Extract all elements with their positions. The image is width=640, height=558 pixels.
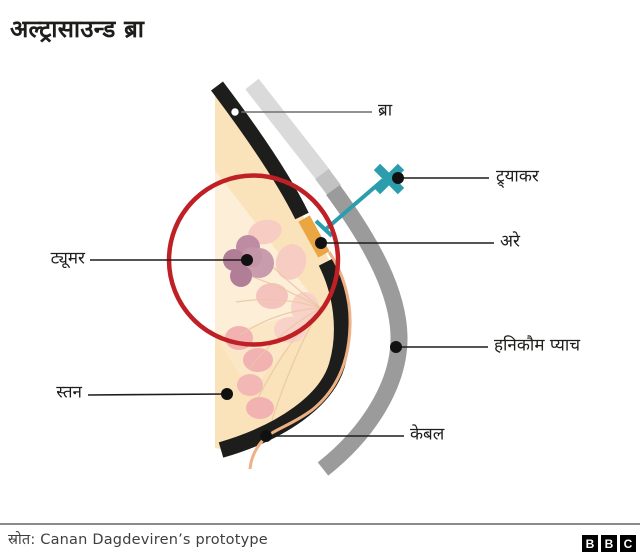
bbc-logo-letter: B xyxy=(582,535,598,552)
source-credit: स्रोत: Canan Dagdeviren’s prototype xyxy=(8,532,268,548)
label-breast: स्तन xyxy=(56,382,82,403)
tracker-shape xyxy=(314,163,405,238)
bbc-logo-letter: C xyxy=(620,535,636,552)
honeycomb-patch-top xyxy=(245,78,331,182)
tumor-shape xyxy=(223,235,274,287)
label-tumor: ट्यूमर xyxy=(50,248,85,269)
cable-line xyxy=(248,251,352,470)
leader-dots xyxy=(221,105,404,442)
label-cable: केबल xyxy=(410,424,445,445)
bra-band-upper xyxy=(211,81,309,220)
label-tracker: ट्र्याकर xyxy=(496,166,539,187)
bbc-logo-letter: B xyxy=(601,535,617,552)
label-bra: ब्रा xyxy=(378,100,393,121)
footer-divider xyxy=(0,523,640,525)
honeycomb-patch-mid xyxy=(315,168,341,196)
leader-lines xyxy=(87,111,494,437)
honeycomb-patch-shape xyxy=(317,184,408,476)
label-array: अरे xyxy=(500,231,520,252)
bbc-logo: B B C xyxy=(582,535,636,552)
label-honeycomb-patch: हनिकौम प्याच xyxy=(494,335,581,356)
page-title: अल्ट्रासाउन्ड ब्रा xyxy=(10,15,145,43)
